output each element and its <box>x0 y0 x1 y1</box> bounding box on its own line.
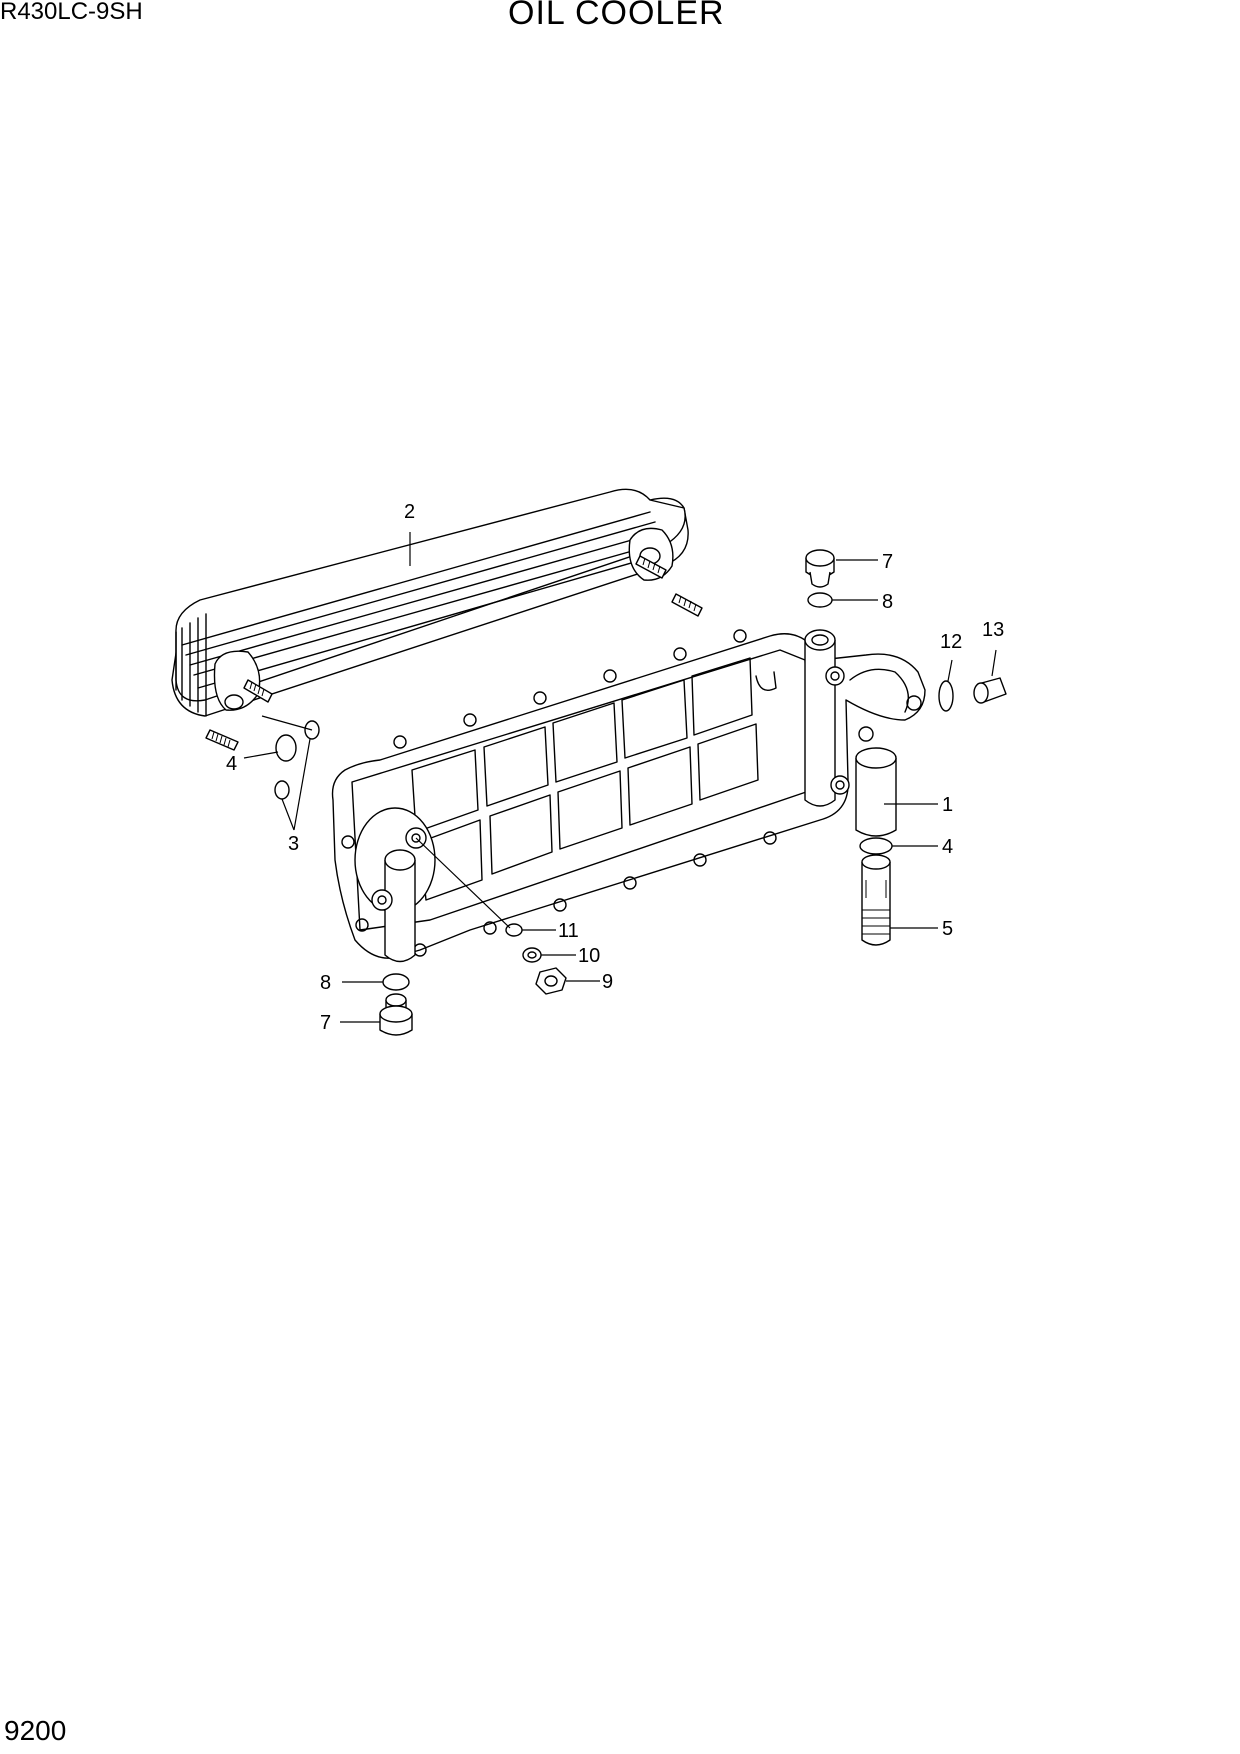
callout-9: 9 <box>602 971 613 993</box>
page-title: OIL COOLER <box>508 0 725 32</box>
o-ring-right-lower <box>859 837 893 855</box>
washer-10 <box>522 947 542 963</box>
callout-5: 5 <box>942 918 953 940</box>
leader-lines <box>243 532 997 1023</box>
callout-4-left: 4 <box>226 753 237 775</box>
cooler-core <box>171 488 703 751</box>
callout-13: 13 <box>982 619 1004 641</box>
plug-bottom <box>379 993 413 1036</box>
callout-7-bottom: 7 <box>320 1012 331 1034</box>
callout-8-top: 8 <box>882 591 893 613</box>
plug-right <box>973 677 1007 704</box>
o-ring-top <box>807 592 833 608</box>
callout-7-top: 7 <box>882 551 893 573</box>
callout-1: 1 <box>942 794 953 816</box>
callout-10: 10 <box>578 945 600 967</box>
o-ring-left-upper <box>304 720 320 740</box>
cooler-housing <box>331 629 926 963</box>
o-ring-left-lower <box>274 780 290 800</box>
callout-8-bottom: 8 <box>320 972 331 994</box>
model-code: R430LC-9SH <box>0 0 143 25</box>
o-ring-left-large <box>275 734 297 762</box>
page-number: 9200 <box>4 1715 67 1746</box>
callout-2: 2 <box>404 501 415 523</box>
callout-12: 12 <box>940 631 962 653</box>
pipe-insert <box>861 854 891 946</box>
nut-9 <box>535 967 567 995</box>
callout-3: 3 <box>288 833 299 855</box>
o-ring-right <box>938 680 954 712</box>
callout-4-right: 4 <box>942 836 953 858</box>
plug-top <box>805 549 835 588</box>
o-ring-bottom <box>382 973 410 991</box>
callout-11: 11 <box>558 920 579 942</box>
